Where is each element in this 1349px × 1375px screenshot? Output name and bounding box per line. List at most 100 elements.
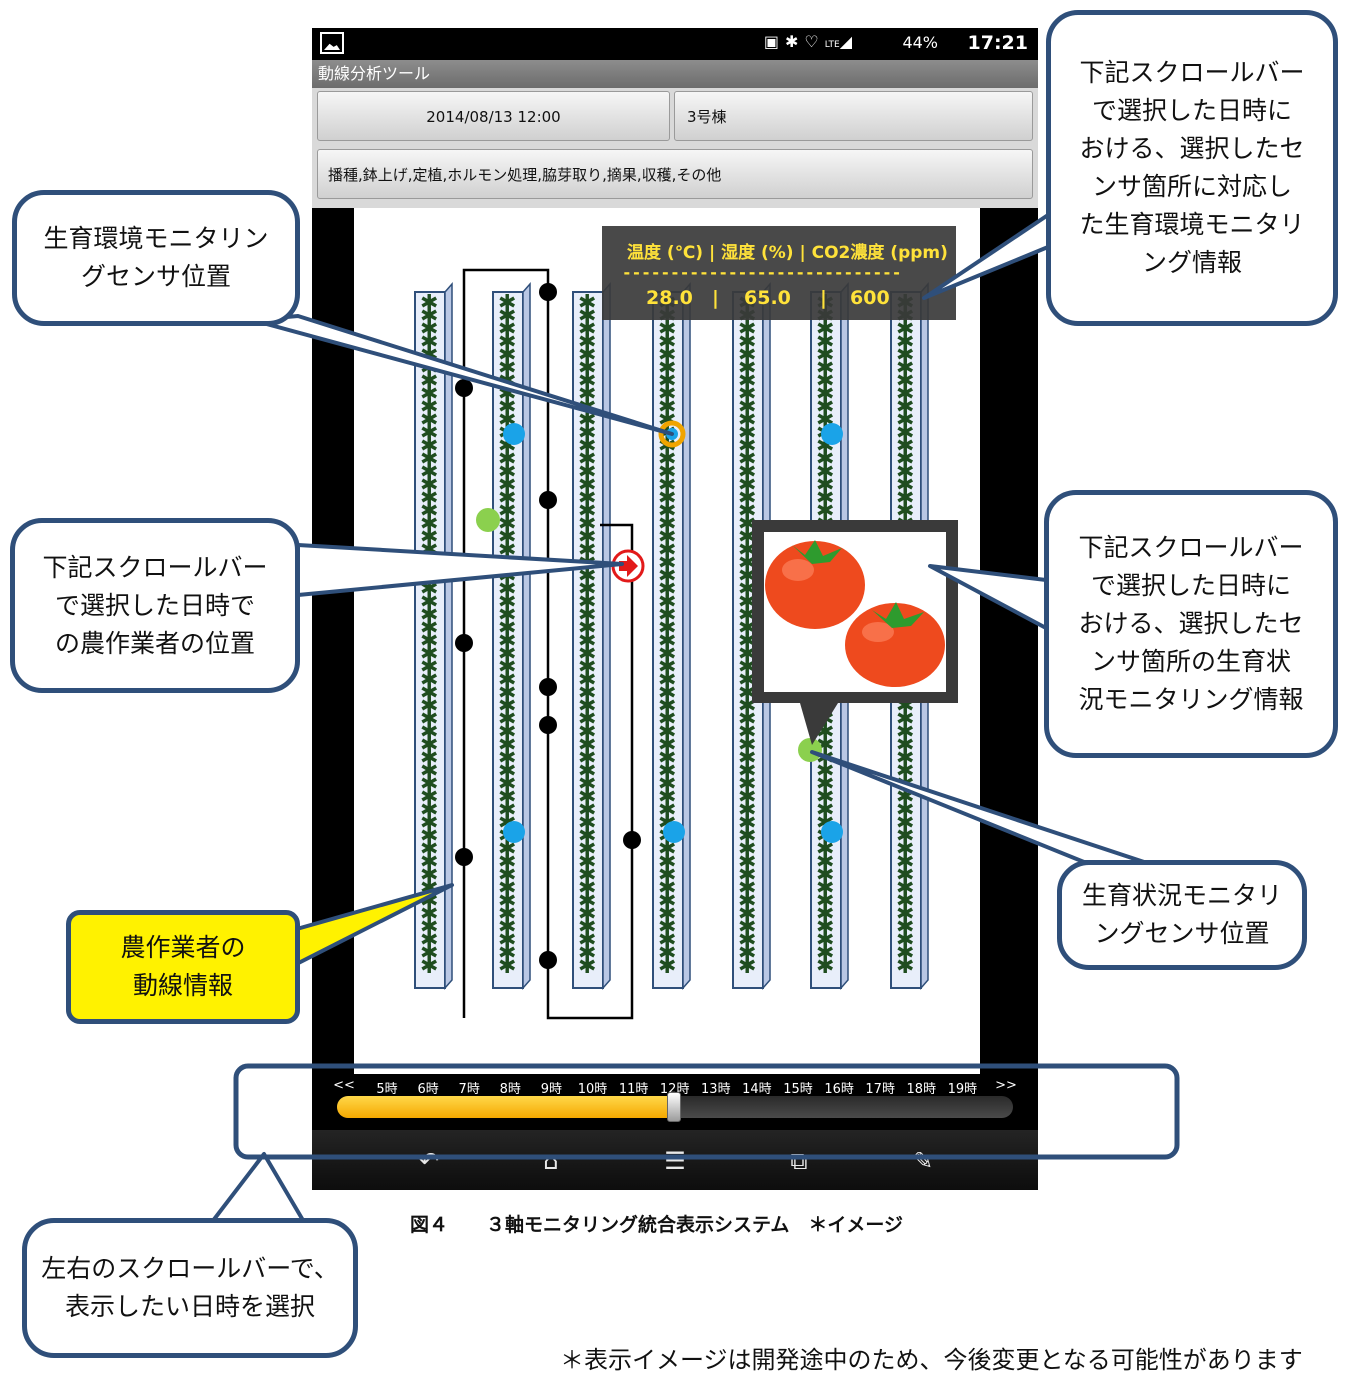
callout-line: ンサ箇所の生育状 (1090, 647, 1291, 676)
timeline-hour-label[interactable]: 16時 (824, 1082, 854, 1097)
svg-text:✱: ✱ (420, 291, 438, 316)
svg-text:✱: ✱ (658, 902, 676, 927)
timeline-hour-label[interactable]: 10時 (577, 1082, 608, 1097)
timeline-hour-label[interactable]: 8時 (499, 1082, 521, 1097)
svg-text:✱: ✱ (498, 733, 516, 758)
house-button[interactable]: 3号棟 (674, 91, 1033, 141)
svg-text:✱: ✱ (896, 954, 914, 979)
env-sensor-marker[interactable] (503, 821, 525, 843)
timeline-hour-label[interactable]: 11時 (618, 1082, 649, 1097)
timeline-hour-label[interactable]: 7時 (458, 1082, 480, 1097)
svg-text:✱: ✱ (816, 889, 834, 914)
svg-text:✱: ✱ (498, 941, 516, 966)
svg-text:✱: ✱ (658, 889, 676, 914)
svg-text:✱: ✱ (738, 811, 756, 836)
timeline-hour-label[interactable]: 6時 (417, 1082, 439, 1097)
timeline-hour-label[interactable]: 13時 (701, 1082, 731, 1097)
svg-text:✱: ✱ (816, 785, 834, 810)
svg-text:✱: ✱ (420, 486, 438, 511)
env-sensor-marker[interactable] (663, 821, 685, 843)
env-sensor-marker[interactable] (821, 423, 843, 445)
time-slider-thumb[interactable] (667, 1092, 681, 1122)
svg-text:✱: ✱ (420, 785, 438, 810)
back-icon[interactable]: ↶ (418, 1147, 440, 1175)
svg-text:✱: ✱ (738, 525, 756, 550)
route-waypoint[interactable] (539, 716, 557, 734)
svg-text:✱: ✱ (578, 668, 596, 693)
selected-env-sensor[interactable] (658, 420, 686, 448)
svg-text:✱: ✱ (738, 460, 756, 485)
route-waypoint[interactable] (539, 678, 557, 696)
svg-text:✱: ✱ (896, 317, 914, 342)
svg-text:✱: ✱ (658, 707, 676, 732)
status-bar: ▣✱♡LTE◢ 44% 17:21 (312, 28, 1038, 60)
svg-text:✱: ✱ (738, 915, 756, 940)
svg-text:✱: ✱ (658, 603, 676, 628)
svg-text:✱: ✱ (420, 928, 438, 953)
timeline-hour-label[interactable]: 14時 (742, 1082, 772, 1097)
svg-text:✱: ✱ (420, 473, 438, 498)
svg-text:✱: ✱ (658, 629, 676, 654)
svg-text:✱: ✱ (498, 837, 516, 862)
callout-growth-sensor-position: 生育状況モニタリングセンサ位置 (1057, 860, 1307, 970)
svg-text:✱: ✱ (816, 356, 834, 381)
callout-worker-route: 農作業者の動線情報 (66, 910, 300, 1024)
route-waypoint[interactable] (455, 848, 473, 866)
nav-bar: ↶ ⌂ ☰ ⧉ ✎ (312, 1130, 1038, 1190)
callout-line: 表示したい日時を選択 (64, 1292, 315, 1321)
callout-env-info: 下記スクロールバー で選択した日時に おける、選択したセ ンサ箇所に対応し た生… (1046, 10, 1338, 326)
svg-text:✱: ✱ (738, 512, 756, 537)
timeline-hour-label[interactable]: 17時 (865, 1082, 895, 1097)
svg-text:✱: ✱ (816, 369, 834, 394)
svg-text:✱: ✱ (658, 694, 676, 719)
svg-text:✱: ✱ (738, 330, 756, 355)
svg-text:✱: ✱ (420, 941, 438, 966)
svg-text:✱: ✱ (420, 915, 438, 940)
timeline-hour-label[interactable]: 5時 (376, 1082, 398, 1097)
svg-text:✱: ✱ (578, 720, 596, 745)
timeline-next-button[interactable]: >> (995, 1078, 1017, 1093)
route-waypoint[interactable] (623, 831, 641, 849)
svg-text:✱: ✱ (420, 772, 438, 797)
svg-text:✱: ✱ (658, 382, 676, 407)
edit-icon[interactable]: ✎ (912, 1147, 934, 1175)
route-waypoint[interactable] (539, 491, 557, 509)
env-sensor-marker[interactable] (503, 423, 525, 445)
svg-text:✱: ✱ (738, 434, 756, 459)
menu-icon[interactable]: ☰ (664, 1147, 686, 1175)
growth-sensor-marker[interactable] (476, 508, 500, 532)
svg-text:✱: ✱ (420, 837, 438, 862)
recent-apps-icon[interactable]: ⧉ (790, 1147, 808, 1175)
svg-text:✱: ✱ (498, 590, 516, 615)
env-sensor-marker[interactable] (821, 821, 843, 843)
svg-text:✱: ✱ (578, 733, 596, 758)
task-filter-button[interactable]: 播種,鉢上げ,定植,ホルモン処理,脇芽取り,摘果,収穫,その他 (317, 149, 1033, 199)
timeline-hour-label[interactable]: 15時 (783, 1082, 813, 1097)
svg-text:✱: ✱ (816, 915, 834, 940)
timeline-prev-button[interactable]: << (333, 1078, 355, 1093)
route-waypoint[interactable] (455, 634, 473, 652)
growth-sensor-marker[interactable] (798, 738, 822, 762)
svg-text:✱: ✱ (896, 395, 914, 420)
svg-text:✱: ✱ (420, 330, 438, 355)
home-icon[interactable]: ⌂ (543, 1147, 559, 1175)
svg-text:✱: ✱ (816, 954, 834, 979)
svg-text:✱: ✱ (738, 629, 756, 654)
svg-text:✱: ✱ (578, 811, 596, 836)
svg-text:✱: ✱ (578, 642, 596, 667)
svg-text:✱: ✱ (896, 863, 914, 888)
route-waypoint[interactable] (539, 951, 557, 969)
svg-text:✱: ✱ (420, 746, 438, 771)
svg-text:✱: ✱ (896, 915, 914, 940)
route-waypoint[interactable] (539, 283, 557, 301)
timeline-hour-label[interactable]: 9時 (540, 1082, 563, 1097)
route-waypoint[interactable] (455, 379, 473, 397)
timeline-hour-label[interactable]: 18時 (906, 1082, 937, 1097)
timeline-hour-label[interactable]: 19時 (947, 1082, 978, 1097)
svg-text:✱: ✱ (578, 629, 596, 654)
date-button[interactable]: 2014/08/13 12:00 (317, 91, 670, 141)
svg-text:✱: ✱ (498, 473, 516, 498)
svg-text:✱: ✱ (658, 577, 676, 602)
svg-text:✱: ✱ (498, 707, 516, 732)
svg-text:✱: ✱ (816, 330, 834, 355)
